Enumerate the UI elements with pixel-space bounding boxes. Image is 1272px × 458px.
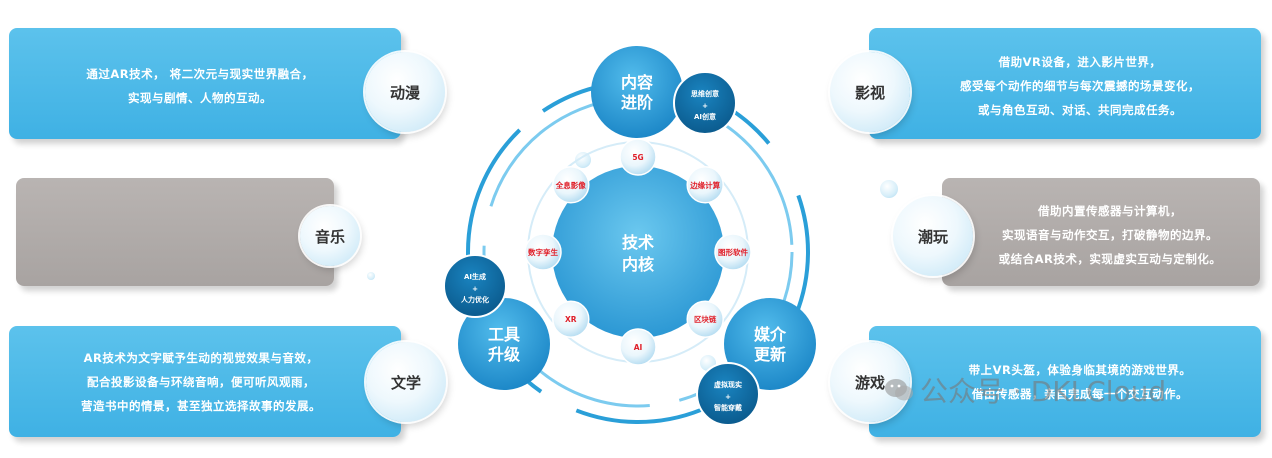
badge-ai-generate <box>443 254 507 318</box>
hub-media-line2: 更新 <box>754 345 786 364</box>
badge-vr-line1: 虚拟现实 <box>714 380 742 389</box>
hub-tool-line2: 升级 <box>488 345 521 364</box>
panel-toys-text: 借助内置传感器与计算机， 实现语音与动作交互，打破静物的边界。 或结合AR技术，… <box>950 199 1270 271</box>
tech-node-label: AI <box>634 343 643 352</box>
tech-node-label: 边缘计算 <box>689 180 720 190</box>
tech-node-label: XR <box>565 315 577 324</box>
tech-node <box>552 166 590 204</box>
tech-node-label: 图形软件 <box>718 247 748 257</box>
badge-vr <box>696 362 760 426</box>
tech-node <box>524 233 562 271</box>
badge-creative <box>673 71 737 135</box>
panel-literature <box>9 326 401 437</box>
wechat-icon <box>884 377 914 403</box>
watermark-text: 公众号 · DKLCloud <box>920 375 1167 408</box>
hub-media-update <box>724 298 816 390</box>
panel-anime <box>9 28 401 139</box>
tech-node <box>686 300 724 338</box>
label-music: 音乐 <box>300 206 360 266</box>
tech-node <box>619 138 657 176</box>
decor-dot <box>367 272 375 280</box>
text-line: 配合投影设备与环绕音响，便可听风观雨， <box>87 375 315 389</box>
text-line: 通过AR技术， 将二次元与现实世界融合， <box>86 67 314 81</box>
tech-node <box>552 300 590 338</box>
text-line: 借助内置传感器与计算机， <box>1038 204 1182 218</box>
hub-content-line1: 内容 <box>621 73 653 92</box>
badge-vr-plus: + <box>725 393 731 401</box>
text-line: AR技术为文字赋予生动的视觉效果与音效， <box>83 351 319 365</box>
panel-toys <box>942 178 1260 286</box>
panel-film-text: 借助VR设备，进入影片世界， 感受每个动作的细节与每次震撼的场景变化， 或与角色… <box>900 50 1260 122</box>
badge-creative-line2: AI创意 <box>694 112 716 121</box>
tech-node <box>686 166 724 204</box>
watermark: 公众号 · DKLCloud <box>884 370 1166 410</box>
badge-ai-line1: AI生成 <box>464 272 486 281</box>
tech-node-label: 5G <box>632 153 643 162</box>
text-line: 实现语音与动作交互，打破静物的边界。 <box>1002 228 1218 242</box>
middle-ring <box>482 96 794 408</box>
text-line: 或结合AR技术，实现虚实互动与定制化。 <box>998 252 1222 266</box>
badge-creative-line1: 思维创意 <box>691 89 719 98</box>
badge-ai-plus: + <box>472 285 478 293</box>
label-film: 影视 <box>830 52 910 132</box>
hub-content-advance <box>591 46 683 138</box>
core-circle <box>552 166 724 338</box>
text-line: 带上VR头盔，体验身临其境的游戏世界。 <box>968 363 1192 377</box>
panel-music <box>16 178 334 286</box>
hub-content-line2: 进阶 <box>621 93 654 112</box>
text-line: 借助VR设备，进入影片世界， <box>998 55 1162 69</box>
text-line: 借由传感器，亲自完成每一个交互动作。 <box>972 387 1188 401</box>
tech-node <box>714 233 752 271</box>
tech-node-label: 数字孪生 <box>528 247 558 257</box>
badge-creative-plus: + <box>702 102 708 110</box>
text-line: 或与角色互动、对话、共同完成任务。 <box>978 103 1182 117</box>
tech-node <box>619 328 657 366</box>
label-anime: 动漫 <box>365 52 445 132</box>
label-literature: 文学 <box>366 342 446 422</box>
core-title-line1: 技术 <box>622 233 654 252</box>
text-line: 实现与剧情、人物的互动。 <box>128 91 272 105</box>
panel-games <box>869 326 1261 437</box>
panel-games-text: 带上VR头盔，体验身临其境的游戏世界。 借由传感器，亲自完成每一个交互动作。 <box>900 358 1260 406</box>
decor-dot <box>575 152 591 168</box>
panel-literature-text: AR技术为文字赋予生动的视觉效果与音效， 配合投影设备与环绕音响，便可听风观雨，… <box>16 346 386 418</box>
panel-anime-text: 通过AR技术， 将二次元与现实世界融合， 实现与剧情、人物的互动。 <box>20 62 380 110</box>
text-line: 感受每个动作的细节与每次震撼的场景变化， <box>960 79 1200 93</box>
hub-media-line1: 媒介 <box>754 325 787 344</box>
badge-vr-line2: 智能穿戴 <box>714 403 742 412</box>
hub-tool-line1: 工具 <box>488 325 520 344</box>
panel-film <box>869 28 1261 139</box>
tech-node-label: 全息影像 <box>555 180 586 190</box>
badge-ai-line2: 人力优化 <box>461 295 489 304</box>
hub-tool-upgrade <box>458 298 550 390</box>
tech-node-label: 区块链 <box>694 314 717 324</box>
text-line: 营造书中的情景，甚至独立选择故事的发展。 <box>81 399 321 413</box>
label-toys: 潮玩 <box>893 196 973 276</box>
decor-dot <box>880 180 898 198</box>
core-title-line2: 内核 <box>622 255 654 274</box>
